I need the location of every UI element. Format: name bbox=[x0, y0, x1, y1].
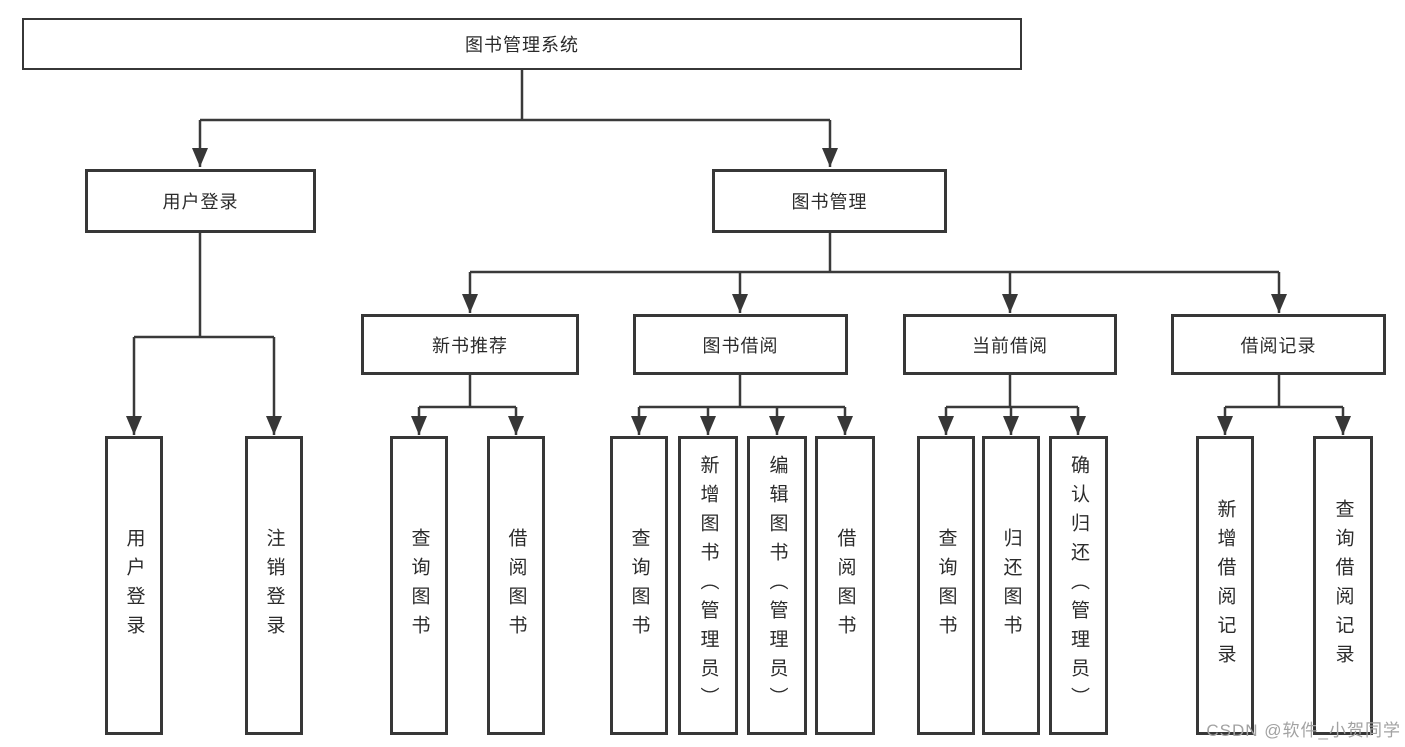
leaf-confirm-return-admin-label: 确认归还（管理员） bbox=[1068, 455, 1089, 716]
leaf-return-books: 归还图书 bbox=[982, 436, 1040, 735]
leaf-query-borrow-record: 查询借阅记录 bbox=[1313, 436, 1373, 735]
leaf-add-borrow-record-label: 新增借阅记录 bbox=[1214, 498, 1236, 673]
leaf-query-books-current-label: 查询图书 bbox=[935, 527, 957, 644]
leaf-query-borrow-record-label: 查询借阅记录 bbox=[1332, 498, 1354, 673]
leaf-add-book-admin: 新增图书（管理员） bbox=[678, 436, 738, 735]
leaf-borrow-books-recommend-label: 借阅图书 bbox=[505, 527, 527, 644]
node-book-borrowing: 图书借阅 bbox=[633, 314, 848, 375]
leaf-add-borrow-record: 新增借阅记录 bbox=[1196, 436, 1254, 735]
leaf-logout: 注销登录 bbox=[245, 436, 303, 735]
leaf-return-books-label: 归还图书 bbox=[1000, 527, 1022, 644]
leaf-edit-book-admin: 编辑图书（管理员） bbox=[747, 436, 807, 735]
leaf-user-login: 用户登录 bbox=[105, 436, 163, 735]
leaf-user-login-label: 用户登录 bbox=[123, 527, 145, 644]
leaf-borrow-books-recommend: 借阅图书 bbox=[487, 436, 545, 735]
node-user-login: 用户登录 bbox=[85, 169, 316, 233]
leaf-query-books-current: 查询图书 bbox=[917, 436, 975, 735]
node-new-book-recommendation: 新书推荐 bbox=[361, 314, 579, 375]
connector-arrows bbox=[126, 120, 1351, 435]
leaf-edit-book-admin-label: 编辑图书（管理员） bbox=[766, 455, 788, 716]
leaf-add-book-admin-label: 新增图书（管理员） bbox=[697, 455, 719, 716]
leaf-borrow-books-borrow-label: 借阅图书 bbox=[834, 527, 856, 644]
csdn-watermark: CSDN @软件_小贺同学 bbox=[1206, 721, 1401, 740]
node-book-management: 图书管理 bbox=[712, 169, 947, 233]
node-library-management-system: 图书管理系统 bbox=[22, 18, 1022, 70]
leaf-query-books-recommend: 查询图书 bbox=[390, 436, 448, 735]
leaf-query-books-borrow: 查询图书 bbox=[610, 436, 668, 735]
leaf-confirm-return-admin: 确认归还（管理员） bbox=[1049, 436, 1108, 735]
leaf-borrow-books-borrow: 借阅图书 bbox=[815, 436, 875, 735]
node-current-borrowing: 当前借阅 bbox=[903, 314, 1117, 375]
leaf-query-books-recommend-label: 查询图书 bbox=[408, 527, 430, 644]
leaf-query-books-borrow-label: 查询图书 bbox=[628, 527, 650, 644]
node-borrowing-records: 借阅记录 bbox=[1171, 314, 1386, 375]
leaf-logout-label: 注销登录 bbox=[263, 527, 285, 644]
